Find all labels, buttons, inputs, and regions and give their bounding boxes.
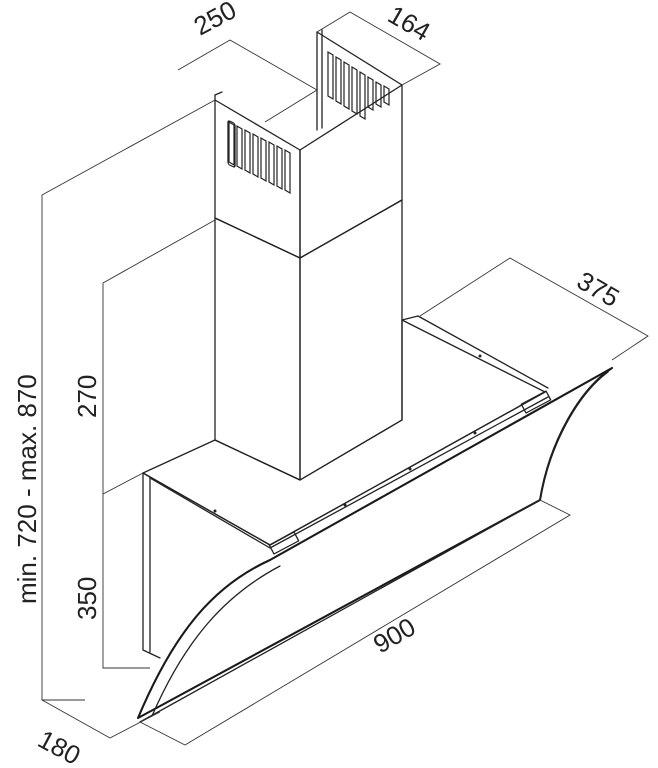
vent-slots-front [228, 120, 291, 195]
vent-slot [260, 136, 267, 183]
vent-slot [359, 70, 366, 121]
vent-slot [252, 132, 259, 179]
dim-label-lower-section: 350 [72, 577, 102, 620]
mount-bracket-left [268, 531, 300, 555]
lower-chimney-right-face [299, 199, 403, 481]
vent-slot [236, 124, 243, 171]
vent-slot [343, 60, 350, 111]
dim-180-line [41, 699, 161, 739]
dim-label-hood-width: 900 [368, 612, 421, 660]
vent-slots-back [327, 50, 390, 121]
chimney [214, 29, 403, 481]
screw [478, 354, 482, 358]
vent-slot [375, 80, 382, 109]
hood-front-rail-inner [149, 396, 549, 549]
dim-label-chimney-width: 250 [189, 0, 241, 41]
glass-front-panel [136, 366, 614, 720]
upper-chimney-right-face [299, 84, 403, 259]
vent-slot [227, 120, 236, 168]
glass-left-curve-inner [151, 565, 281, 717]
vent-slot [244, 128, 251, 175]
vent-slot [228, 120, 235, 167]
dim-350-line [102, 494, 150, 669]
vent-slot [327, 50, 334, 101]
rail-screws [213, 354, 482, 513]
hood-top-back-rail [401, 315, 549, 389]
hood-body [136, 315, 614, 723]
vent-slot [268, 140, 275, 187]
vent-slot [383, 84, 390, 107]
dimension-lines [41, 11, 649, 746]
upper-chimney-top-lip [214, 91, 223, 101]
dim-label-chimney-depth: 164 [383, 0, 436, 47]
dim-270-line [102, 219, 216, 495]
dim-900-line [139, 499, 571, 746]
lower-chimney-front-face [214, 217, 301, 481]
glass-right-curve-inner [539, 371, 609, 501]
dim-label-upper-chimney: 270 [72, 375, 102, 418]
vent-slot [351, 65, 358, 116]
mount-bracket-right [520, 390, 552, 414]
screw [343, 503, 347, 507]
screw [473, 431, 477, 435]
hood-left-side [142, 472, 161, 659]
vent-slot [335, 55, 342, 106]
screw [408, 467, 412, 471]
dim-total-height-line [41, 99, 216, 701]
dim-label-bottom-depth: 180 [33, 724, 85, 768]
dim-250-line [177, 39, 318, 123]
hood-front-rail [142, 391, 546, 546]
front-vent-grille [227, 120, 236, 168]
glass-bottom-edge [139, 499, 541, 723]
vent-slot [276, 144, 283, 191]
dim-label-total-height: min. 720 - max. 870 [12, 374, 42, 604]
dim-164-line [316, 11, 441, 86]
screw [213, 509, 217, 513]
upper-chimney-back-edge [316, 31, 403, 86]
dim-375-line [419, 257, 649, 361]
hood-top-plate [142, 319, 546, 546]
vent-slot [284, 148, 291, 195]
vent-slot [367, 75, 374, 112]
dim-label-hood-depth: 375 [572, 265, 625, 313]
